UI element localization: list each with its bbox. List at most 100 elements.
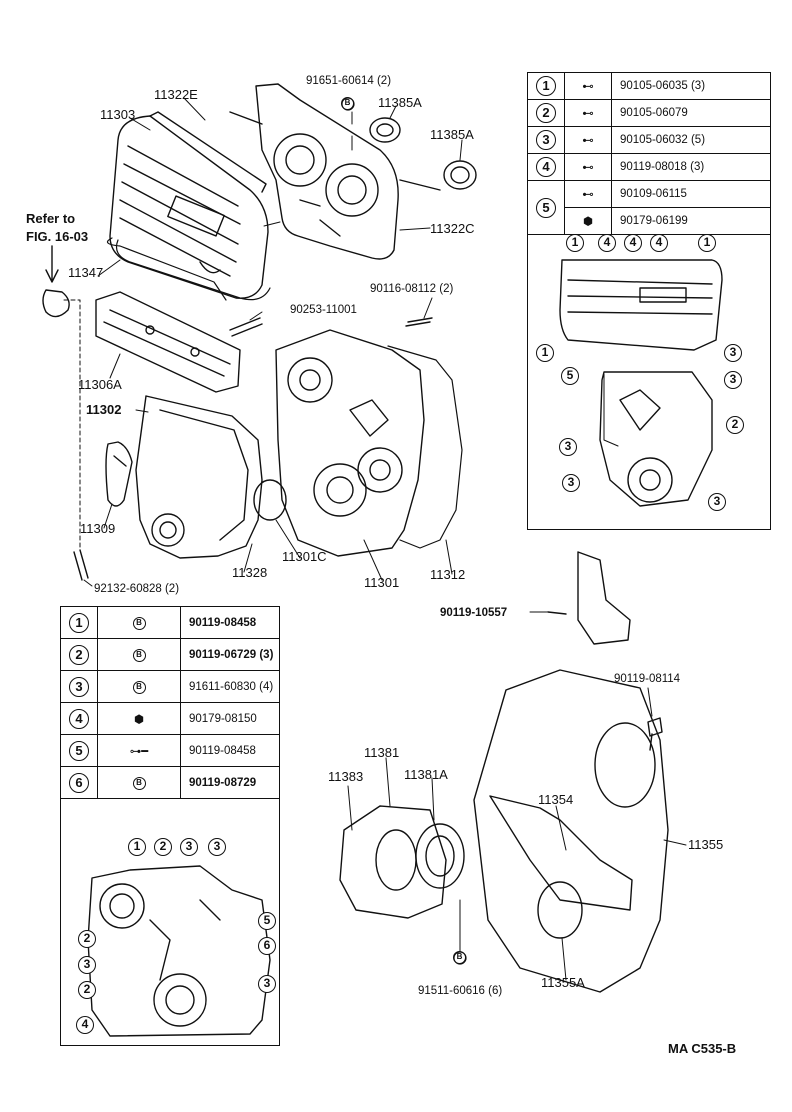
label-91511-60616: 91511-60616 (6)	[418, 985, 503, 997]
label-11303: 11303	[100, 107, 136, 122]
detail-callout: 2	[726, 416, 744, 434]
bolt-icon: ⊷	[582, 81, 594, 93]
detail-callout: 2	[154, 838, 172, 856]
callout-number: 2	[536, 103, 556, 123]
timing-case-11301	[275, 329, 425, 557]
legend-part-number: 90179-08150	[180, 702, 280, 735]
detail-callout: 5	[561, 367, 579, 385]
detail-callout: 3	[559, 438, 577, 456]
bolt-90119-08114	[647, 717, 663, 751]
legend-part-number: 90119-08458	[180, 734, 280, 767]
figure-reference-code: MA C535-B	[668, 1041, 737, 1056]
detail-callout: 4	[624, 234, 642, 252]
callout-number: 1	[69, 612, 89, 633]
bolt-b-icon: B	[132, 616, 146, 630]
nut-icon: ⬢	[133, 713, 145, 726]
label-11354: 11354	[538, 792, 574, 807]
legend-part-number: 90119-08018 (3)	[611, 153, 771, 181]
detail-callout: 6	[258, 937, 276, 955]
detail-callout: 4	[598, 234, 616, 252]
legend-part-number: 90119-06729 (3)	[180, 638, 280, 671]
label-90119-08114: 90119-08114	[614, 673, 681, 685]
legend-part-number: 91611-60830 (4)	[180, 670, 280, 703]
label-11322C: 11322C	[430, 221, 475, 236]
detail-callout: 3	[708, 493, 726, 511]
bracket-11306A	[95, 291, 241, 393]
callout-number: 6	[69, 772, 89, 793]
callout-number: 3	[69, 676, 89, 697]
label-11355A: 11355A	[541, 975, 585, 990]
seal-11309	[105, 441, 133, 507]
bolt-b-icon: B	[132, 648, 146, 662]
detail-top-cover	[559, 259, 723, 507]
label-refer-to: Refer to	[26, 211, 76, 226]
label-11355: 11355	[688, 837, 724, 852]
callout-number: 1	[536, 76, 556, 96]
detail-callout: 3	[78, 956, 96, 974]
callout-number: 4	[536, 157, 556, 177]
detail-callout: 3	[258, 975, 276, 993]
label-11322E: 11322E	[154, 87, 198, 102]
callout-number: 5	[69, 740, 89, 761]
detail-callout: 2	[78, 930, 96, 948]
label-11381A: 11381A	[404, 767, 448, 782]
detail-callout: 3	[724, 344, 742, 362]
legend-top-table: 1 ⊷ 90105-06035 (3) 2 ⊷ 90105-06079 3 ⊷ …	[527, 72, 771, 235]
detail-callout: 2	[78, 981, 96, 999]
timing-cover-upper-11322C	[229, 83, 441, 260]
legend-bottom-row: 3 B 91611-60830 (4)	[60, 670, 280, 703]
bolt-b-icon: B	[132, 776, 146, 790]
legend-part-number: 90105-06079	[611, 99, 771, 127]
legend-bottom-row: 5 ⊶━ 90119-08458	[60, 734, 280, 767]
detail-bottom-case	[87, 865, 271, 1037]
legend-top-row: ⬢ 90179-06199	[528, 207, 771, 235]
valve-cover-11303	[109, 111, 269, 299]
oil-seal-11385A-2	[443, 160, 477, 190]
callout-number: 2	[69, 644, 89, 665]
detail-callout: 3	[180, 838, 198, 856]
gasket-11322E	[115, 239, 271, 301]
label-11306A: 11306A	[78, 377, 122, 392]
label-11312: 11312	[430, 567, 466, 582]
legend-top-row: 2 ⊷ 90105-06079	[527, 99, 771, 127]
legend-part-number: 90119-08729	[180, 766, 280, 799]
nut-icon: ⬢	[582, 216, 594, 228]
legend-part-number: 90105-06032 (5)	[611, 126, 771, 154]
detail-callout: 5	[258, 912, 276, 930]
legend-top-row: 5 ⊷ 90109-06115	[527, 180, 771, 235]
bolt-b-icon: B	[132, 680, 146, 694]
timing-cover-lower-11302	[135, 395, 287, 559]
legend-top-row: 3 ⊷ 90105-06032 (5)	[527, 126, 771, 154]
callout-number: 5	[536, 197, 556, 218]
label-11328: 11328	[232, 565, 268, 580]
bolt-icon: ⊶━	[129, 745, 149, 758]
bolt-icon: ⊷	[582, 135, 594, 147]
legend-bottom-row: 6 B 90119-08729	[60, 766, 280, 799]
bolt-b-icon: B	[341, 97, 354, 110]
stud-92132	[73, 549, 89, 581]
callout-number: 3	[536, 130, 556, 150]
label-11309: 11309	[80, 521, 116, 536]
label-11301C: 11301C	[282, 549, 327, 564]
legend-top-row: 1 ⊷ 90105-06035 (3)	[527, 72, 771, 100]
label-11385A-1: 11385A	[378, 95, 422, 110]
stud-90116	[405, 317, 433, 327]
bracket-11347-gasket	[42, 289, 70, 318]
detail-callout: 1	[128, 838, 146, 856]
callout-number: 4	[69, 708, 89, 729]
label-92132-60828: 92132-60828 (2)	[94, 583, 180, 595]
leader-lines	[83, 97, 687, 981]
legend-part-number: 90179-06199	[611, 207, 771, 235]
label-11385A-2: 11385A	[430, 127, 474, 142]
detail-callout: 1	[566, 234, 584, 252]
detail-callout: 4	[76, 1016, 94, 1034]
detail-callout: 3	[562, 474, 580, 492]
label-90119-10557: 90119-10557	[440, 607, 508, 619]
detail-callout: 3	[208, 838, 226, 856]
oil-seal-11385A-1	[369, 117, 401, 143]
bolt-icon: ⊷	[582, 108, 594, 120]
label-90253-11001: 90253-11001	[290, 304, 357, 316]
label-11381: 11381	[364, 745, 400, 760]
